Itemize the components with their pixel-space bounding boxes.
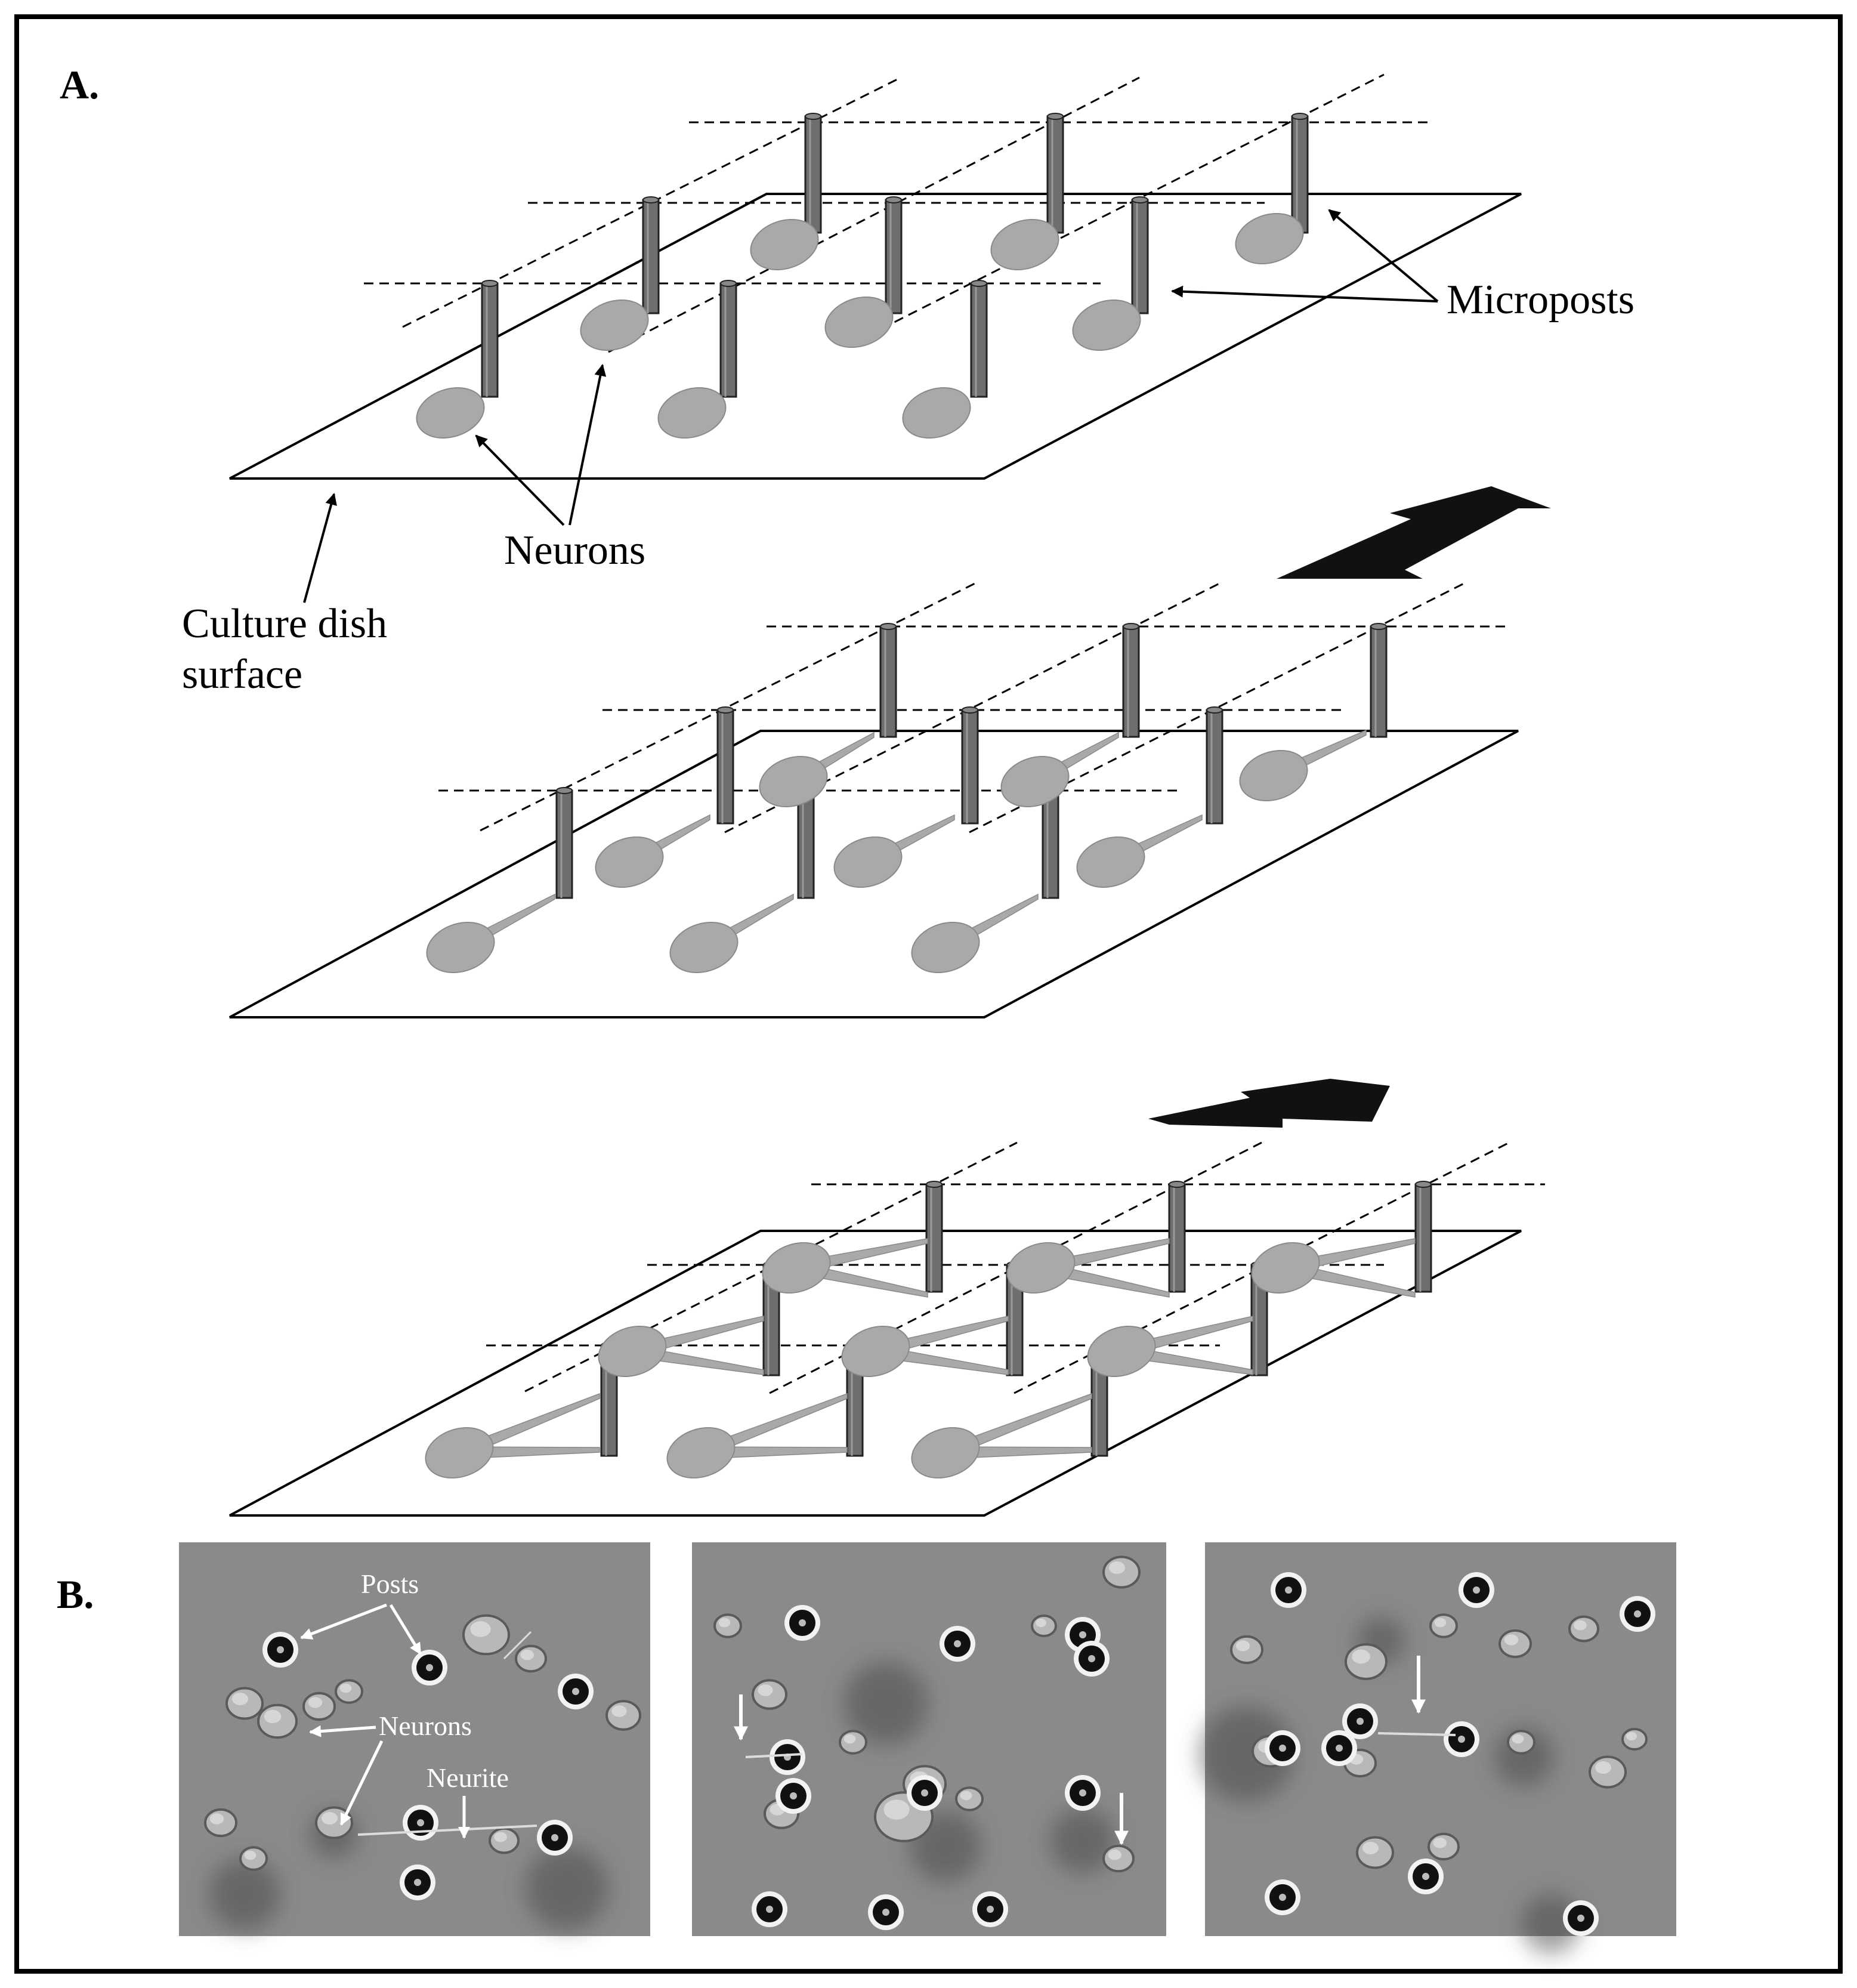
push-arrow-stage-3 [1148, 1079, 1390, 1128]
panel-b-label: B. [57, 1572, 94, 1617]
neuron [841, 1325, 910, 1378]
neuron [750, 218, 819, 271]
neuron [824, 296, 894, 348]
micropost [879, 625, 897, 738]
neuron [595, 836, 664, 888]
neuron [902, 387, 971, 439]
culture-dish-surface [229, 730, 1519, 1018]
label-culture-dish-line1: Culture dish [182, 601, 387, 647]
posts-pointer-1 [300, 1603, 387, 1640]
neuron [666, 1427, 736, 1479]
neuron [1006, 1242, 1076, 1294]
neuron [911, 1427, 980, 1479]
neurite [357, 1825, 537, 1836]
micrograph-3 [1199, 1542, 1676, 1954]
out-of-focus-shadow [209, 1859, 280, 1930]
micropost [642, 199, 660, 314]
micropost [797, 789, 815, 899]
neuron [759, 755, 828, 808]
neurons-micro-pointer-2 [339, 1740, 384, 1826]
micropost [1046, 115, 1064, 234]
micropost [1168, 1183, 1186, 1293]
micropost [716, 709, 734, 825]
neuron [669, 921, 739, 974]
micropost [961, 709, 979, 825]
micropost [1131, 199, 1149, 314]
neuron [426, 921, 495, 974]
neurite [503, 1631, 532, 1660]
neuron [1235, 212, 1304, 265]
neurite [745, 1753, 803, 1758]
micropost [1291, 115, 1309, 234]
dashed-guide [852, 73, 1385, 344]
diagram-stage-1 [229, 73, 1522, 480]
microposts-pointer-1 [1171, 285, 1438, 302]
microposts-pointer-2 [1328, 209, 1439, 302]
neuron [911, 921, 980, 974]
neuron [1072, 299, 1141, 351]
micropost [1122, 625, 1140, 738]
label-neurite: Neurite [427, 1762, 509, 1793]
panel-a-label: A. [60, 62, 99, 107]
label-posts: Posts [361, 1569, 419, 1599]
micropost [925, 1183, 943, 1293]
micrograph-1-annotations: Posts Neurons Neurite [300, 1569, 509, 1839]
micropost [719, 282, 737, 398]
out-of-focus-shadow [1199, 1706, 1294, 1802]
micropost [555, 789, 573, 899]
micrograph-1 [179, 1542, 650, 1936]
neurite [1377, 1732, 1456, 1736]
micrograph-2 [692, 1542, 1166, 1936]
neuron [762, 1242, 831, 1294]
micropost [481, 282, 499, 398]
push-arrow-stage-2 [1277, 486, 1551, 579]
out-of-focus-shadow [844, 1662, 928, 1745]
diagram-stage-3 [229, 1141, 1545, 1517]
micropost [804, 115, 822, 234]
label-microposts: Microposts [1447, 277, 1634, 323]
culture-dish-surface [229, 1230, 1522, 1517]
label-neurons-micrograph: Neurons [379, 1711, 472, 1741]
posts-pointer-2 [389, 1604, 422, 1655]
neuron [1251, 1242, 1320, 1294]
out-of-focus-shadow [1050, 1808, 1116, 1873]
neuron [1000, 755, 1070, 808]
neuron [1076, 836, 1145, 888]
neuron [416, 387, 485, 439]
label-neurons: Neurons [504, 527, 645, 573]
micropost [1206, 709, 1223, 825]
micropost [970, 282, 988, 398]
neurons-pointer-2 [568, 364, 607, 526]
neuron [990, 218, 1059, 271]
neuron [657, 387, 727, 439]
micropost [1370, 625, 1388, 738]
micropost [1042, 789, 1059, 899]
neurons-micro-pointer-1 [309, 1725, 376, 1737]
neuron [1087, 1325, 1156, 1378]
micropost [1414, 1183, 1432, 1293]
neuron [425, 1427, 494, 1479]
neurons-pointer-1 [475, 434, 565, 526]
neuron [580, 299, 649, 351]
culture-dish-pointer [303, 493, 337, 603]
neuron [1239, 749, 1308, 802]
culture-dish-surface [229, 193, 1522, 480]
neuron [833, 836, 903, 888]
figure-frame [14, 14, 1843, 1974]
micropost [885, 199, 903, 314]
out-of-focus-shadow [525, 1847, 608, 1930]
label-culture-dish-line2: surface [182, 652, 302, 697]
neuron [598, 1325, 667, 1378]
diagram-stage-2 [229, 581, 1519, 1018]
